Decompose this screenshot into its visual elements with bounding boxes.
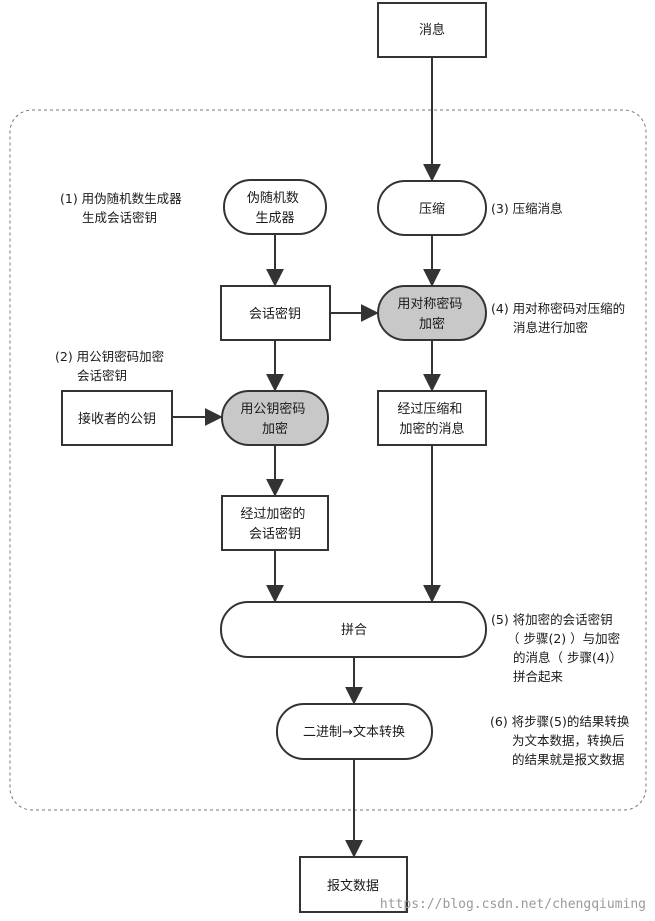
- note-step2-line-2: 会话密钥: [77, 368, 127, 383]
- node-compress: 压缩: [377, 180, 487, 236]
- pubkey-encrypt-label-line-2: 加密: [262, 421, 288, 437]
- receiver-pubkey-label-line: 接收者的公钥: [78, 411, 156, 427]
- node-bin-to-text: 二进制→文本转换: [276, 703, 433, 760]
- pubkey-encrypt-label-line-1: 用公钥密码: [240, 401, 305, 417]
- compress-label-line: 压缩: [419, 201, 445, 217]
- note-step6: (6) 将步骤(5)的结果转换 为文本数据，转换后 的结果就是报文数据: [490, 714, 633, 767]
- note-step2: (2) 用公钥密码加密 会话密钥: [55, 349, 168, 383]
- session-key-label-line: 会话密钥: [249, 306, 301, 322]
- node-message: 消息: [377, 2, 487, 58]
- session-key-label: 会话密钥: [249, 306, 301, 322]
- encrypted-session-key-label: 经过加密的 会话密钥: [240, 506, 309, 542]
- note-step3-line-1: (3) 压缩消息: [491, 201, 563, 216]
- symmetric-encrypt-label-line-1: 用对称密码: [397, 296, 462, 312]
- node-pubkey-encrypt: 用公钥密码 加密: [221, 390, 329, 446]
- note-step1-line-1: (1) 用伪随机数生成器: [60, 191, 182, 206]
- node-symmetric-encrypt: 用对称密码 加密: [377, 285, 487, 341]
- encrypted-session-key-box: [221, 495, 329, 551]
- node-receiver-pubkey: 接收者的公钥: [61, 390, 173, 446]
- note-step4: (4) 用对称密码对压缩的 消息进行加密: [491, 301, 629, 335]
- bin-to-text-label-line: 二进制→文本转换: [303, 725, 405, 740]
- message-label: 消息: [419, 22, 445, 38]
- watermark: https://blog.csdn.net/chengqiuming: [380, 897, 646, 912]
- note-step5: (5) 将加密的会话密钥 （ 步骤(2) ）与加密 的消息（ 步骤(4)） 拼合…: [491, 612, 626, 684]
- symmetric-encrypt-pill: [377, 285, 487, 341]
- node-session-key: 会话密钥: [220, 285, 331, 341]
- symmetric-encrypt-label-line-2: 加密: [419, 316, 445, 332]
- node-prng: 伪随机数 生成器: [223, 179, 327, 235]
- prng-label-line-1: 伪随机数: [247, 191, 299, 206]
- message-label-line: 消息: [419, 22, 445, 38]
- bin-to-text-pill: [276, 703, 433, 760]
- node-encrypted-session-key: 经过加密的 会话密钥: [221, 495, 329, 551]
- note-step5-line-1: (5) 将加密的会话密钥: [491, 612, 613, 627]
- node-message-data: 报文数据: [299, 856, 408, 913]
- note-step1-line-2: 生成会话密钥: [82, 210, 157, 225]
- compressed-encrypted-msg-label: 经过压缩和 加密的消息: [397, 401, 466, 437]
- compressed-encrypted-msg-label-line-2: 加密的消息: [399, 421, 464, 437]
- note-step2-line-1: (2) 用公钥密码加密: [55, 349, 164, 364]
- node-compressed-encrypted-msg: 经过压缩和 加密的消息: [377, 390, 487, 446]
- pubkey-encrypt-label: 用公钥密码 加密: [240, 401, 309, 437]
- bin-to-text-label: 二进制→文本转换: [303, 725, 405, 740]
- sender-boundary: [9, 109, 647, 811]
- message-box: [377, 2, 487, 58]
- message-data-box: [299, 856, 408, 913]
- receiver-pubkey-label: 接收者的公钥: [78, 411, 156, 427]
- compressed-encrypted-msg-box: [377, 390, 487, 446]
- prng-pill: [223, 179, 327, 235]
- note-step3: (3) 压缩消息: [491, 201, 563, 216]
- encrypted-session-key-label-line-1: 经过加密的: [240, 506, 305, 522]
- receiver-pubkey-box: [61, 390, 173, 446]
- note-step4-line-2: 消息进行加密: [513, 320, 588, 335]
- note-step5-line-4: 拼合起来: [513, 669, 564, 684]
- prng-label-line-2: 生成器: [255, 211, 294, 226]
- compress-label: 压缩: [419, 201, 445, 217]
- node-concat: 拼合: [220, 601, 487, 658]
- symmetric-encrypt-label: 用对称密码 加密: [397, 296, 466, 332]
- concat-label: 拼合: [341, 623, 367, 638]
- note-step5-line-2: （ 步骤(2) ）与加密: [507, 631, 620, 646]
- pubkey-encrypt-pill: [221, 390, 329, 446]
- note-step6-line-2: 为文本数据，转换后: [512, 733, 625, 748]
- note-step6-line-3: 的结果就是报文数据: [512, 752, 625, 767]
- concat-pill: [220, 601, 487, 658]
- note-step5-line-3: 的消息（ 步骤(4)）: [513, 650, 622, 665]
- session-key-box: [220, 285, 331, 341]
- message-data-label: 报文数据: [327, 879, 379, 894]
- note-step4-line-1: (4) 用对称密码对压缩的: [491, 301, 625, 316]
- encrypted-session-key-label-line-2: 会话密钥: [249, 526, 301, 542]
- note-step6-line-1: (6) 将步骤(5)的结果转换: [490, 714, 630, 729]
- edges: [172, 57, 441, 858]
- concat-label-line: 拼合: [341, 623, 367, 638]
- prng-label: 伪随机数 生成器: [247, 191, 303, 226]
- message-data-label-line: 报文数据: [327, 879, 379, 894]
- compress-pill: [377, 180, 487, 236]
- compressed-encrypted-msg-label-line-1: 经过压缩和: [397, 401, 462, 417]
- note-step1: (1) 用伪随机数生成器 生成会话密钥: [60, 191, 186, 225]
